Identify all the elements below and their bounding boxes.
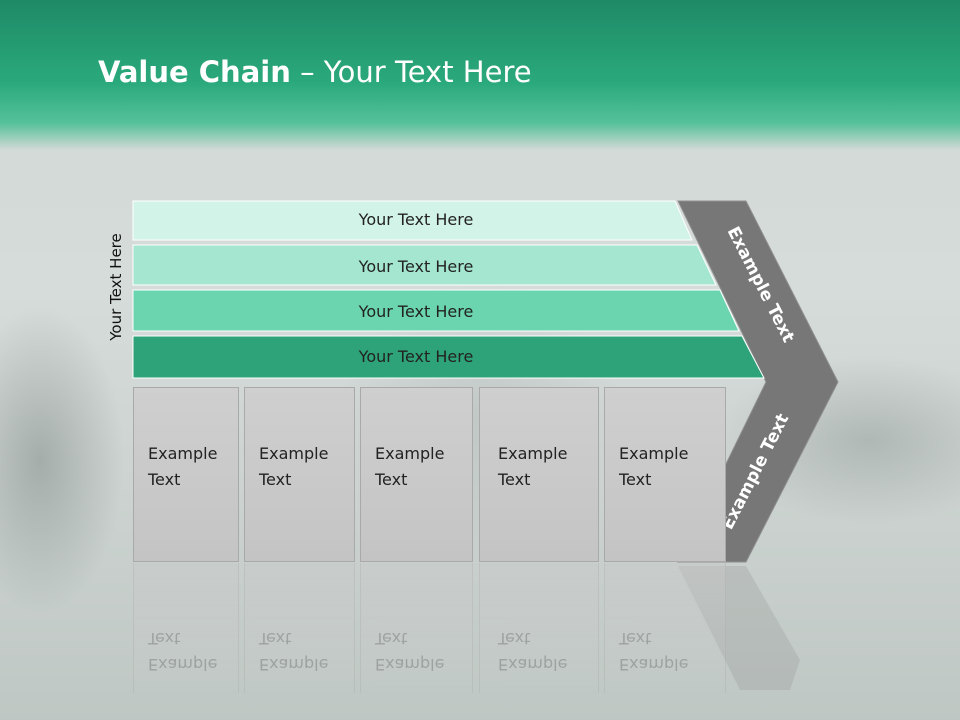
refl-3-line-1: Example [375,655,445,674]
box-4-line-1: Example [498,444,568,463]
box-1-line-2: Text [148,470,181,489]
box-5-line-1: Example [619,444,689,463]
box-4-line-2: Text [498,470,531,489]
box-2-line-1: Example [259,444,329,463]
title-bold: Value Chain [98,55,291,89]
bar-2 [132,244,717,286]
bar-4 [132,335,765,379]
refl-2-line-2: Text [259,629,292,648]
box-reflection-2: Example Text [244,563,355,693]
refl-5-line-2: Text [619,629,652,648]
slide-title: Value Chain – Your Text Here [98,55,532,89]
bar-label-4: Your Text Here [358,347,474,366]
bar-label-1: Your Text Here [358,210,474,229]
refl-1-line-1: Example [148,655,218,674]
bar-label-3: Your Text Here [358,302,474,321]
refl-1-line-2: Text [148,629,181,648]
chevron-arrow [677,200,839,563]
box-reflection-1: Example Text [133,563,239,693]
refl-4-line-1: Example [498,655,568,674]
box-reflection-3: Example Text [360,563,473,693]
box-reflection-5: Example Text [604,563,726,693]
box-3-line-2: Text [375,470,408,489]
refl-2-line-1: Example [259,655,329,674]
refl-4-line-2: Text [498,629,531,648]
header-band [0,0,960,150]
refl-3-line-2: Text [375,629,408,648]
box-5-line-2: Text [619,470,652,489]
bar-3 [132,289,740,332]
box-2-line-2: Text [259,470,292,489]
box-1-line-1: Example [148,444,218,463]
bar-label-2: Your Text Here [358,257,474,276]
box-reflection-4: Example Text [479,563,599,693]
title-rest: – Your Text Here [290,55,532,89]
bar-1 [132,200,693,241]
box-3-line-1: Example [375,444,445,463]
refl-5-line-1: Example [619,655,689,674]
chevron-arrow-reflection [678,566,800,690]
